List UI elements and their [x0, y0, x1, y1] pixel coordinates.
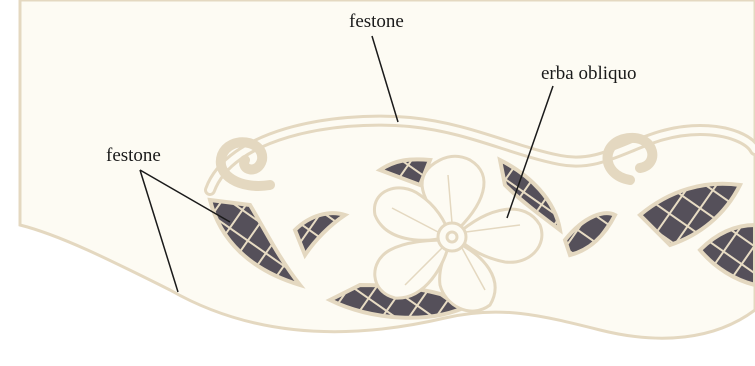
label-festone-left: festone [106, 146, 161, 165]
label-erba-obliquo: erba obliquo [541, 64, 637, 83]
flower-center-inner [447, 232, 457, 242]
label-festone-top: festone [349, 12, 404, 31]
